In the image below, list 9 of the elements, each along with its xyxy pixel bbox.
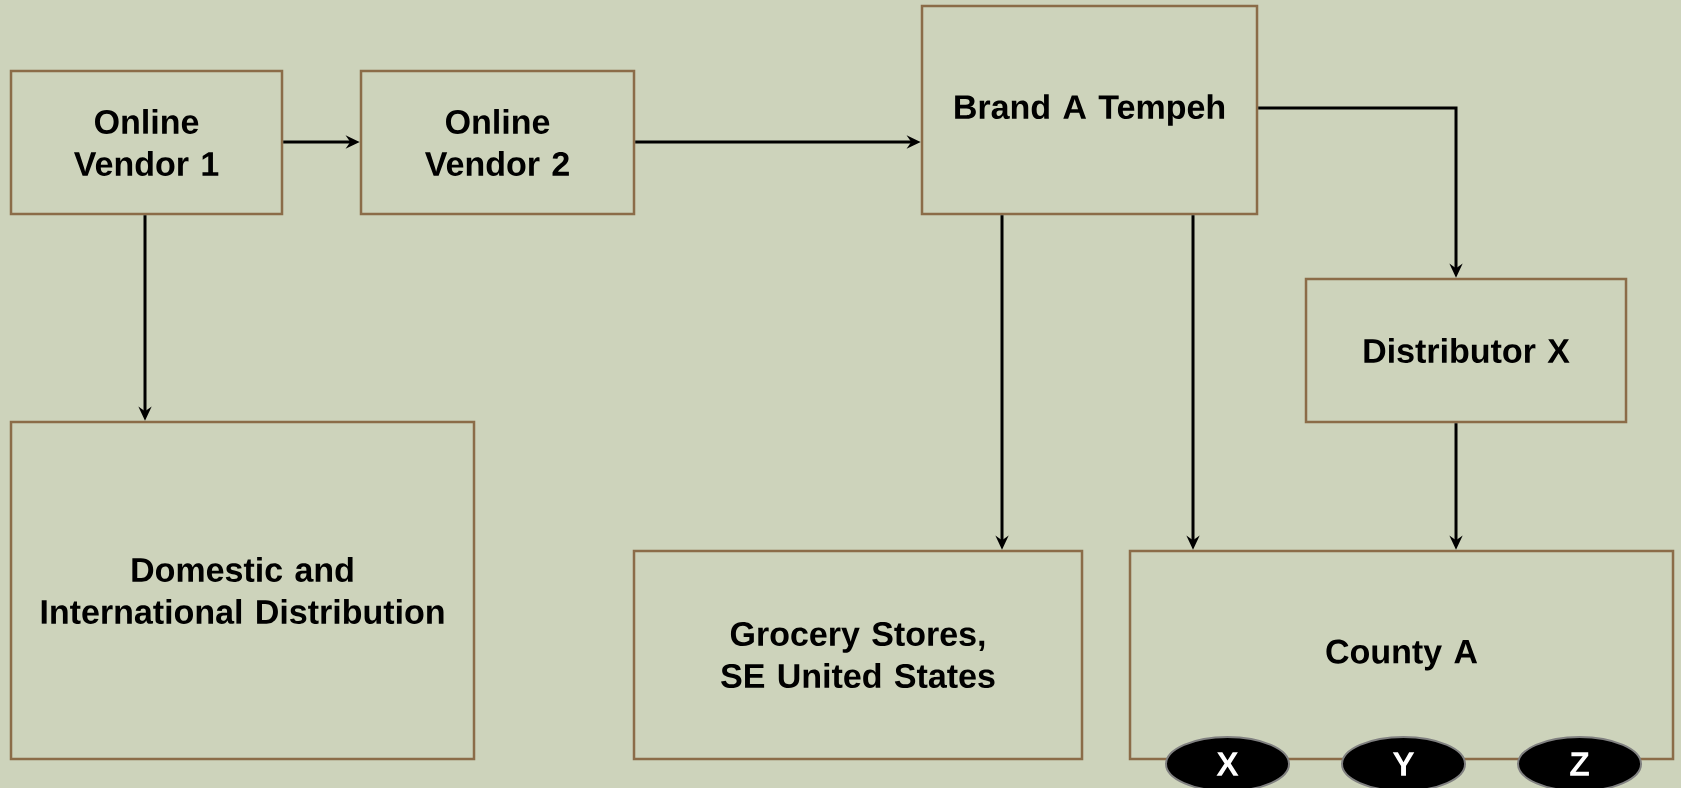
label-oval: Z	[1517, 736, 1642, 788]
process-box: Brand A Tempeh	[920, 4, 1259, 216]
process-box: Online Vendor 1	[9, 69, 284, 216]
label-oval: X	[1165, 736, 1290, 788]
process-box: Domestic and International Distribution	[9, 420, 476, 761]
process-box: Online Vendor 2	[359, 69, 636, 216]
label-oval: Y	[1341, 736, 1466, 788]
process-box: Grocery Stores, SE United States	[632, 549, 1084, 761]
process-box: Distributor X	[1304, 277, 1628, 424]
